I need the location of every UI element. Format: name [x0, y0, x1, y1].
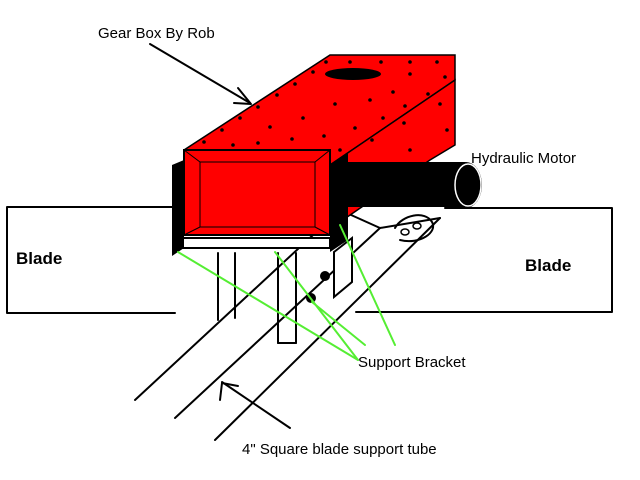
bracket-plate — [306, 235, 353, 303]
bracket-label: Support Bracket — [358, 354, 466, 371]
support-posts — [217, 252, 297, 344]
gearbox-top-opening — [325, 68, 381, 80]
blade-right-label: Blade — [525, 256, 571, 275]
gearbox-front — [183, 149, 331, 236]
gearbox-left-side — [172, 160, 184, 256]
motor-label: Hydraulic Motor — [471, 150, 576, 167]
blade-right — [355, 207, 613, 313]
hydraulic-motor — [348, 162, 482, 208]
tube-arrow — [219, 381, 291, 429]
tube-label: 4" Square blade support tube — [242, 441, 437, 458]
bracket-pointer-lines — [177, 224, 396, 361]
gearbox-arrow — [149, 43, 252, 105]
blade-left-label: Blade — [16, 249, 62, 268]
blade-left — [6, 206, 176, 314]
gearbox-label: Gear Box By Rob — [98, 25, 215, 42]
gearbox-base — [177, 237, 331, 249]
